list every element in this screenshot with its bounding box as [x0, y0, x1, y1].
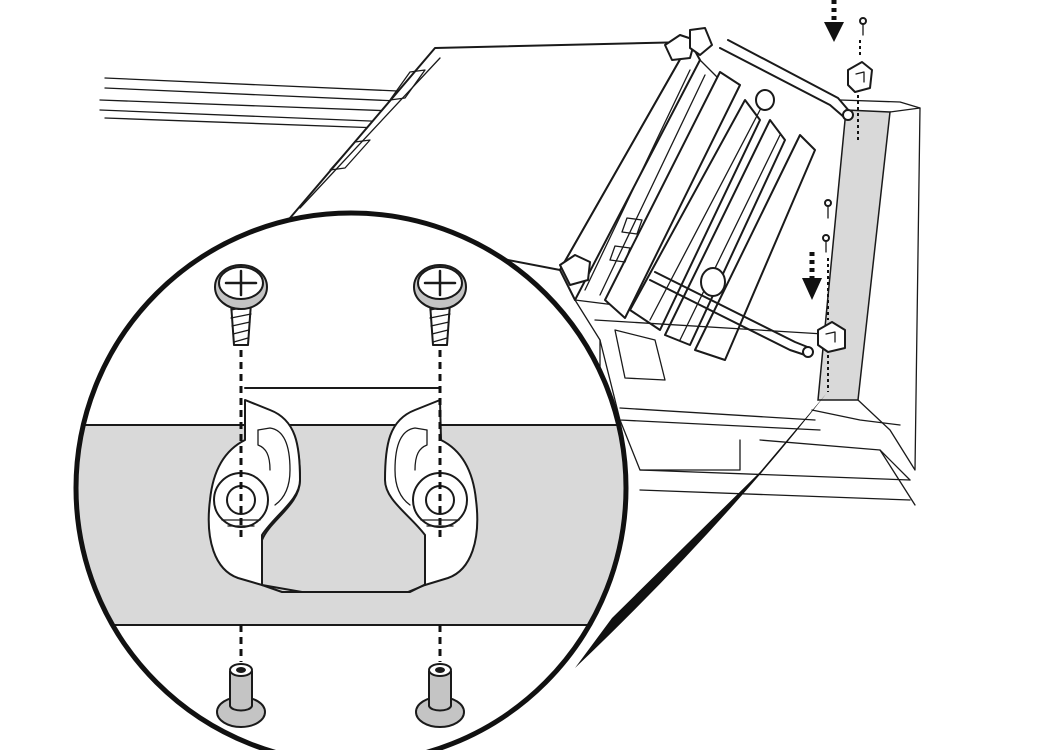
cover-rail-assembly — [559, 27, 816, 361]
detail-callout-circle — [73, 210, 629, 750]
phillips-screw-icon — [214, 264, 268, 346]
truck-bed-scene — [99, 0, 921, 506]
down-arrow-icon — [802, 252, 822, 300]
rail-clamp-top — [847, 61, 873, 93]
rail-section — [76, 425, 626, 625]
bed-wall-and-floor — [574, 299, 916, 506]
rail-clamp-bottom — [817, 321, 846, 353]
small-screws — [822, 17, 867, 392]
threaded-insert-icon — [216, 663, 266, 728]
threaded-insert-icon — [415, 663, 465, 728]
tension-rods — [649, 39, 854, 358]
down-arrow-icon — [824, 0, 844, 42]
bed-side-rail — [99, 77, 421, 129]
callout-pointer — [575, 394, 826, 668]
phillips-screw-icon — [413, 264, 467, 346]
